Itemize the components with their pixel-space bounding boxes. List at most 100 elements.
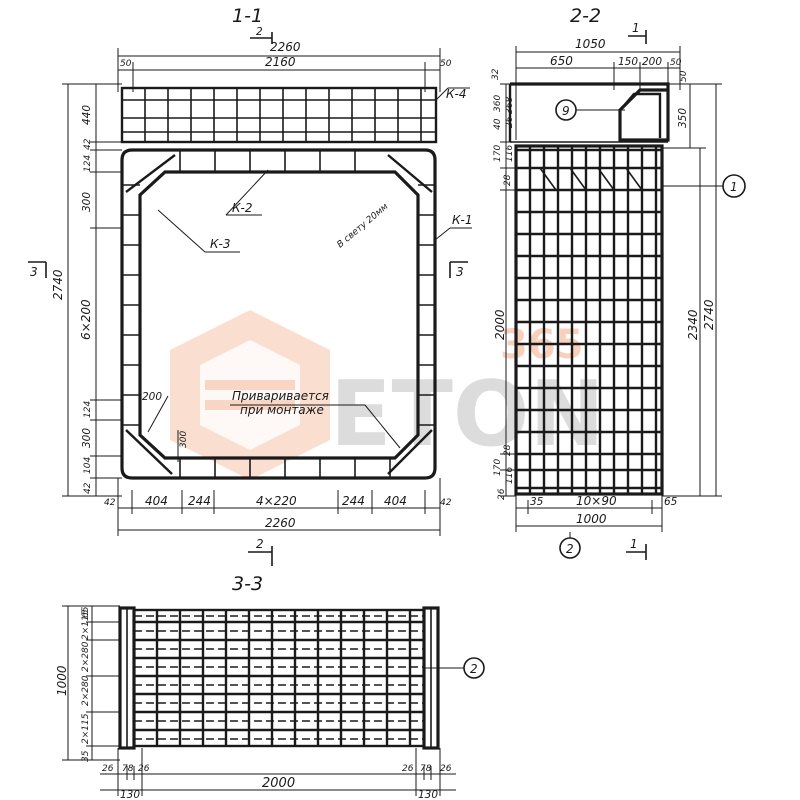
v33-dim-left-0: 65 [81, 606, 91, 618]
v11-dim-top-inner: 2160 [265, 55, 296, 69]
v22-main-grid [514, 144, 664, 496]
v22-dim-left-11: 26 [497, 488, 507, 500]
v33-dim-bottom-8: 130 [418, 789, 438, 800]
v22-dim-right-1: 350 [677, 108, 689, 128]
view-2-2-title: 2-2 [570, 5, 601, 27]
v11-label-k2: К-2 [232, 201, 252, 215]
v11-dim-top-total: 2260 [270, 40, 301, 54]
v22-dim-right-0: 50 [679, 70, 689, 82]
view-1-1-title: 1-1 [232, 5, 263, 27]
v11-dim-left-2: 124 [83, 155, 93, 172]
v33-dim-bottom-7: 2000 [262, 776, 295, 791]
v22-cut-mark-top [628, 30, 647, 44]
v11-dim-bottom-0: 42 [104, 498, 116, 508]
v11-cut-label-bottom: 2 [256, 537, 264, 551]
v22-dim-top-0: 1050 [575, 37, 606, 51]
v22-dim-left-8: 28 [503, 444, 513, 456]
v22-cut-label-bottom: 1 [630, 537, 638, 551]
v33-bottom-dimension-lines [100, 748, 456, 796]
v33-dim-bottom-4: 78 [420, 764, 432, 774]
v33-dim-bottom-0: 26 [102, 764, 114, 774]
v11-dim-300-inner: 300 [179, 431, 189, 448]
v11-dim-200: 200 [142, 391, 162, 403]
v33-dim-left-3: 2×280 [81, 675, 91, 706]
v33-callout-2: 2 [470, 662, 478, 676]
v22-dim-right-2: 2340 [686, 309, 700, 340]
v22-dim-left-6: 28 [503, 174, 513, 186]
v22-dim-left-2: 26 [505, 116, 515, 128]
v11-dim-top-left: 50 [120, 59, 132, 69]
v22-dim-top-4: 50 [670, 58, 682, 68]
v33-dim-bottom-5: 26 [440, 764, 452, 774]
v11-dim-bottom-1: 404 [145, 494, 168, 508]
v11-dim-left-total: 2740 [51, 269, 65, 300]
v22-dim-left-4: 170 [493, 145, 503, 162]
v11-label-k3: К-3 [210, 237, 230, 251]
v11-note-weld-line2: при монтаже [240, 403, 324, 417]
v11-dim-left-7: 104 [83, 457, 93, 474]
v22-dim-bottom-0: 35 [530, 496, 544, 508]
v11-top-beam [120, 86, 438, 144]
v11-cut-mark-top [250, 32, 273, 44]
v11-bottom-dimension-lines [117, 478, 441, 536]
v11-dim-left-1: 42 [83, 138, 93, 150]
v22-dim-left-9: 170 [493, 459, 503, 476]
v22-dim-left-0: 360 [493, 95, 503, 112]
v22-dim-top-2: 150 [618, 56, 638, 68]
v22-callout-9: 9 [562, 104, 570, 118]
v22-callout-1: 1 [730, 180, 738, 194]
v11-frame-outer [120, 148, 437, 480]
v11-dim-left-4: 6×200 [79, 299, 93, 340]
v22-cut-mark-bottom [626, 544, 647, 560]
v22-callout-2: 2 [566, 542, 574, 556]
v22-bottom-dimension-lines [515, 494, 663, 532]
v11-label-k4: К-4 [446, 87, 466, 101]
view-3-3: 3-3 [55, 573, 485, 800]
v22-dim-top-3: 200 [642, 56, 662, 68]
v33-dim-bottom-6: 130 [120, 789, 140, 800]
v22-dim-bottom-1: 10×90 [576, 494, 617, 508]
v11-dim-bottom-3: 4×220 [256, 494, 297, 508]
v11-corner-braces [125, 154, 433, 475]
v33-dim-left-5: 35 [81, 750, 91, 762]
v22-top-cap-inner [621, 92, 662, 138]
v11-dim-bottom-total: 2260 [265, 516, 296, 530]
v33-posts [118, 606, 440, 750]
view-1-1: 1-1 2260 2160 50 50 2 [28, 5, 472, 566]
v11-dim-left-0: 440 [81, 105, 93, 125]
v22-right-dimension-lines [662, 83, 722, 497]
v11-leader-lines [147, 87, 472, 449]
view-2-2: 2-2 1 1050 650 150 200 50 32 9 [491, 5, 746, 560]
v33-dim-left-4: 2×115 [81, 713, 91, 744]
v22-dim-left-7: 2000 [493, 309, 507, 340]
v11-frame-side-bars [122, 150, 435, 478]
v11-cut-label-3-left: 3 [30, 265, 38, 279]
v11-note-clear: В свету 20мм [336, 202, 391, 250]
v11-cut-label-top: 2 [256, 26, 263, 38]
v33-left-dimension-lines [62, 605, 120, 761]
v11-top-dimension-lines [117, 48, 441, 92]
v11-label-k1: К-1 [452, 213, 472, 227]
v33-dim-bottom-1: 78 [122, 764, 134, 774]
v11-cut-label-3-right: 3 [456, 265, 464, 279]
v33-dim-bottom-3: 26 [402, 764, 414, 774]
v11-dim-left-3: 300 [81, 192, 93, 212]
v11-dim-left-5: 124 [83, 401, 93, 418]
view-3-3-title: 3-3 [232, 573, 263, 595]
v33-dim-left-2: 2×280 [81, 641, 91, 672]
watermark-text: ETON [330, 362, 605, 467]
v22-dim-left-10: 116 [505, 467, 515, 484]
v11-dim-left-6: 300 [81, 428, 93, 448]
v33-dim-bottom-2: 26 [138, 764, 150, 774]
v11-dim-bottom-5: 404 [384, 494, 407, 508]
v11-dim-bottom-2: 244 [188, 494, 211, 508]
v33-dim-left-total: 1000 [55, 665, 69, 696]
v33-mesh [132, 608, 426, 748]
v33-dim-left-1: 2×115 [81, 609, 91, 640]
v11-dim-bottom-4: 244 [342, 494, 365, 508]
v11-cut-mark-bottom [248, 546, 273, 566]
v22-dim-top-5: 32 [491, 68, 501, 80]
v22-dim-left-1: 368 [505, 97, 515, 114]
v22-cut-label-top: 1 [632, 21, 640, 35]
v22-dim-right-3: 2740 [702, 299, 716, 330]
